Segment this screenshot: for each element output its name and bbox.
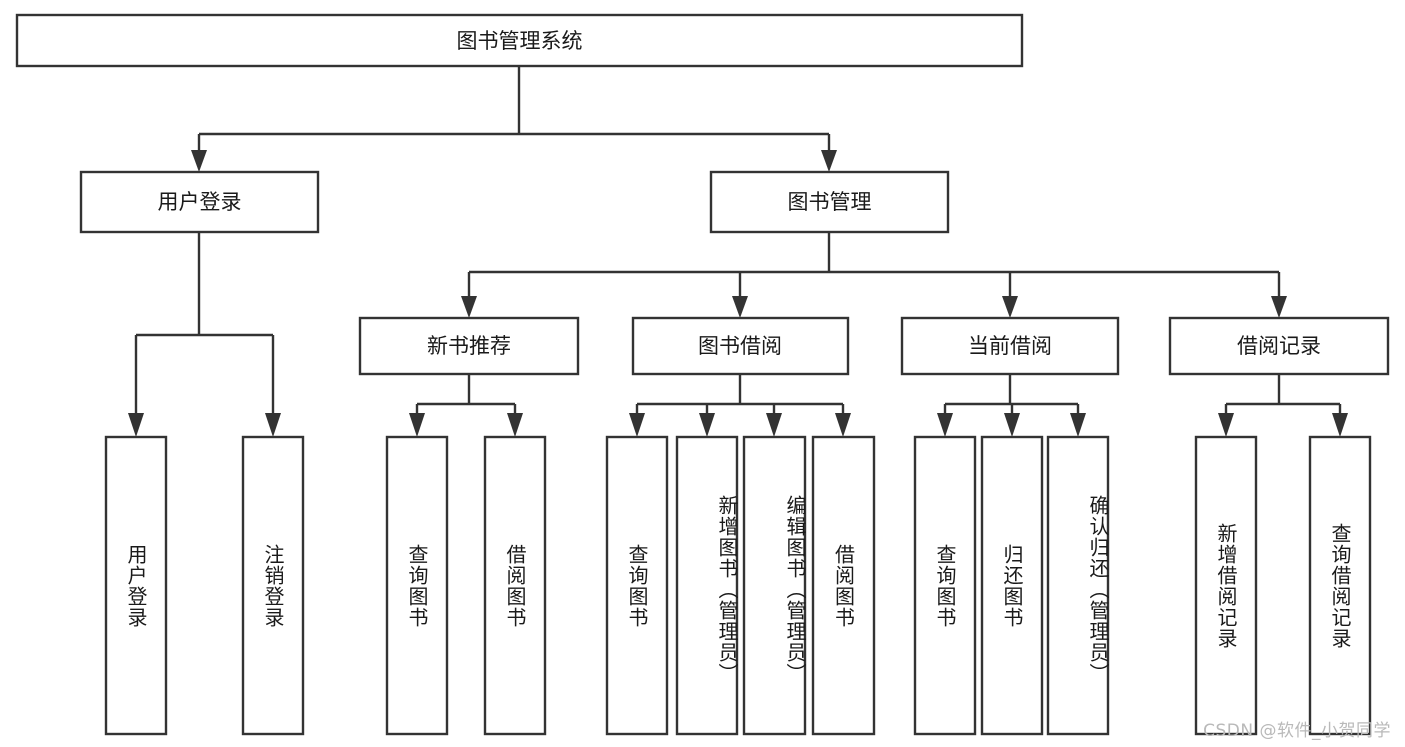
arrow-root-to-book-management — [821, 150, 837, 172]
node-book-management-label: 图书管理 — [788, 190, 872, 214]
arrow-book-management-to-current-borrow — [1002, 296, 1018, 318]
arrow-book-borrow-leaf-4 — [835, 413, 851, 437]
node-new-book-recommend-box[interactable] — [358, 316, 580, 376]
node-leaf-return-book-box[interactable] — [980, 435, 1044, 736]
node-new-book-recommend[interactable]: 新书推荐 — [358, 316, 580, 376]
node-user-login[interactable]: 用户登录 — [79, 170, 320, 234]
node-current-borrow-box[interactable] — [900, 316, 1120, 376]
node-root-box[interactable] — [15, 13, 1024, 68]
arrow-book-borrow-leaf-3 — [766, 413, 782, 437]
arrow-current-borrow-leaf-2 — [1004, 413, 1020, 437]
node-borrow-record-box[interactable] — [1168, 316, 1390, 376]
watermark-text: CSDN @软件_小贺同学 — [1203, 721, 1391, 741]
arrow-book-management-to-new-book-recommend — [461, 296, 477, 318]
node-book-borrow-box[interactable] — [631, 316, 850, 376]
node-current-borrow-label: 当前借阅 — [968, 334, 1052, 358]
arrow-borrow-record-leaf-1 — [1218, 413, 1234, 437]
node-leaf-query-book-3-box[interactable] — [913, 435, 977, 736]
arrow-current-borrow-leaf-3 — [1070, 413, 1086, 437]
edge-group-new-book-recommend — [409, 374, 523, 437]
node-leaf-logout-box[interactable] — [241, 435, 305, 736]
node-leaf-borrow-book-2-box[interactable] — [811, 435, 876, 736]
edge-group-book-management — [461, 232, 1287, 318]
edge-group-current-borrow — [937, 374, 1086, 437]
node-leaf-add-record-box[interactable] — [1194, 435, 1258, 736]
leaf-boxes — [104, 435, 1372, 736]
arrow-new-book-recommend-leaf-1 — [409, 413, 425, 437]
node-leaf-confirm-return-box[interactable] — [1046, 435, 1110, 736]
node-leaf-edit-book-box[interactable] — [742, 435, 807, 736]
node-user-login-label: 用户登录 — [158, 190, 242, 214]
node-root[interactable]: 图书管理系统 — [15, 13, 1024, 68]
node-current-borrow[interactable]: 当前借阅 — [900, 316, 1120, 376]
node-book-management[interactable]: 图书管理 — [709, 170, 950, 234]
node-book-management-box[interactable] — [709, 170, 950, 234]
node-leaf-query-book-1-box[interactable] — [385, 435, 449, 736]
node-leaf-borrow-book-1-box[interactable] — [483, 435, 547, 736]
arrow-book-management-to-book-borrow — [732, 296, 748, 318]
arrow-root-to-user-login — [191, 150, 207, 172]
arrow-current-borrow-leaf-1 — [937, 413, 953, 437]
arrow-book-borrow-leaf-1 — [629, 413, 645, 437]
arrow-user-login-leaf-1 — [128, 413, 144, 437]
edge-group-user-login — [128, 232, 281, 437]
arrow-borrow-record-leaf-2 — [1332, 413, 1348, 437]
node-book-borrow-label: 图书借阅 — [698, 334, 782, 358]
node-leaf-query-record-box[interactable] — [1308, 435, 1372, 736]
node-user-login-box[interactable] — [79, 170, 320, 234]
node-borrow-record-label: 借阅记录 — [1237, 334, 1321, 358]
arrow-user-login-leaf-2 — [265, 413, 281, 437]
node-borrow-record[interactable]: 借阅记录 — [1168, 316, 1390, 376]
node-leaf-query-book-2-box[interactable] — [605, 435, 669, 736]
edge-group-book-borrow — [629, 374, 851, 437]
node-leaf-add-book-box[interactable] — [675, 435, 739, 736]
node-new-book-recommend-label: 新书推荐 — [427, 334, 511, 358]
arrow-book-management-to-borrow-record — [1271, 296, 1287, 318]
edge-group-root — [191, 66, 837, 172]
arrow-new-book-recommend-leaf-2 — [507, 413, 523, 437]
arrow-book-borrow-leaf-2 — [699, 413, 715, 437]
node-book-borrow[interactable]: 图书借阅 — [631, 316, 850, 376]
edge-group-borrow-record — [1218, 374, 1348, 437]
node-leaf-user-login-box[interactable] — [104, 435, 168, 736]
node-root-label: 图书管理系统 — [457, 29, 583, 53]
